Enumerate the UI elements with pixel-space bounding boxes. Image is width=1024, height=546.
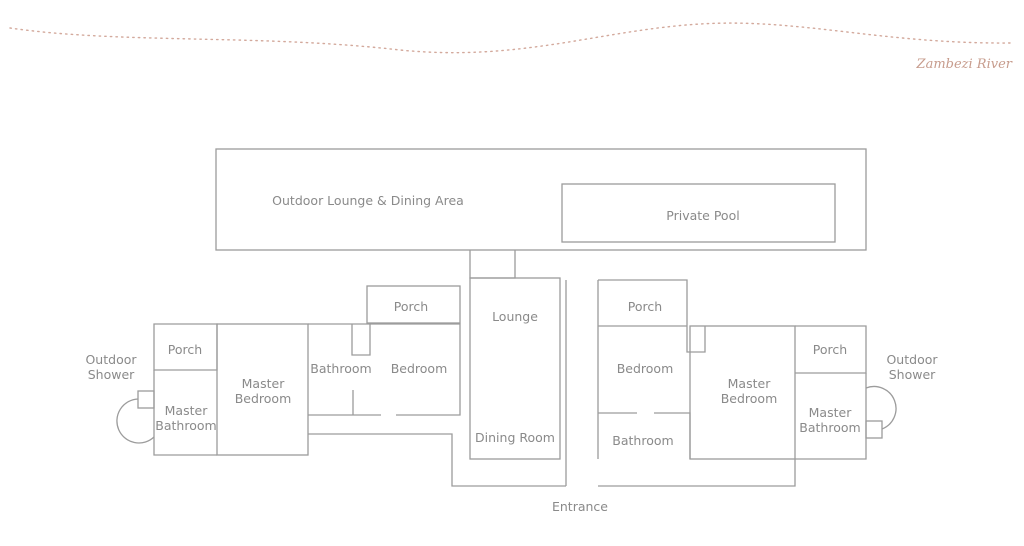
label-right-master-bedroom-1: Master xyxy=(728,376,772,391)
label-left-outdoor-shower-1: Outdoor xyxy=(85,352,137,367)
label-right-outdoor-shower-2: Shower xyxy=(889,367,936,382)
label-right-porch-upper: Porch xyxy=(628,299,662,314)
left-porch-upper xyxy=(366,285,461,324)
left-master-bedroom xyxy=(216,323,309,456)
label-left-master-bedroom-1: Master xyxy=(242,376,286,391)
label-entrance: Entrance xyxy=(552,499,608,514)
label-left-porch-upper: Porch xyxy=(394,299,428,314)
label-right-bedroom: Bedroom xyxy=(617,361,674,376)
left-bedroom-suite xyxy=(308,323,461,416)
label-left-porch: Porch xyxy=(168,342,202,357)
right-master-bedroom xyxy=(689,325,796,460)
label-outdoor-lounge: Outdoor Lounge & Dining Area xyxy=(272,193,464,208)
label-right-master-bathroom-2: Bathroom xyxy=(799,420,860,435)
label-private-pool: Private Pool xyxy=(666,208,739,223)
outdoor-lounge-area xyxy=(215,148,867,251)
right-master-bathroom xyxy=(795,373,867,460)
zambezi-river-line xyxy=(9,22,1011,54)
label-lounge: Lounge xyxy=(492,309,538,324)
right-shower-arc xyxy=(865,385,897,430)
label-left-bedroom: Bedroom xyxy=(391,361,448,376)
label-right-outdoor-shower-1: Outdoor xyxy=(886,352,938,367)
label-left-outdoor-shower-2: Shower xyxy=(88,367,135,382)
label-left-bathroom: Bathroom xyxy=(310,361,371,376)
deck-connector xyxy=(469,250,516,279)
label-right-master-bathroom-1: Master xyxy=(809,405,853,420)
label-left-master-bedroom-2: Bedroom xyxy=(235,391,292,406)
lounge-room xyxy=(469,277,561,460)
left-shower-arc xyxy=(116,398,155,444)
label-dining-room: Dining Room xyxy=(475,430,555,445)
right-porch-upper xyxy=(598,279,706,353)
private-pool xyxy=(561,183,836,243)
right-shower-door xyxy=(865,420,883,439)
label-left-master-bathroom-1: Master xyxy=(165,403,209,418)
right-corridor xyxy=(598,459,796,487)
left-shower-door xyxy=(137,390,155,409)
label-right-porch: Porch xyxy=(813,342,847,357)
right-porch xyxy=(795,325,867,374)
left-corridor xyxy=(308,433,566,487)
label-right-master-bedroom-2: Bedroom xyxy=(721,391,778,406)
left-bath-partition xyxy=(351,324,371,415)
river-label: Zambezi River xyxy=(916,57,1013,72)
left-porch xyxy=(153,323,218,371)
label-right-bathroom: Bathroom xyxy=(612,433,673,448)
label-left-master-bathroom-2: Bathroom xyxy=(155,418,216,433)
